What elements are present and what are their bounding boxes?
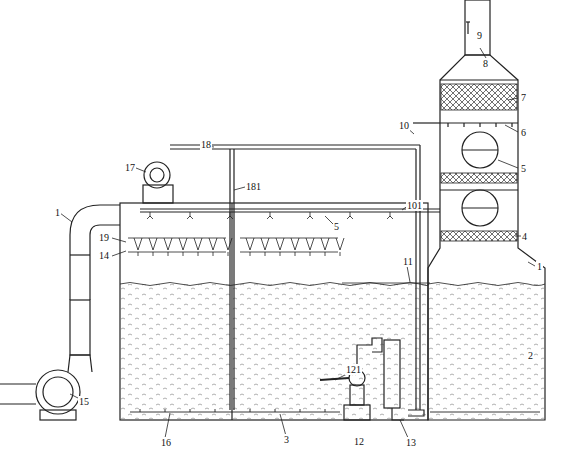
fan-17 bbox=[143, 162, 173, 203]
spray-stroke bbox=[194, 238, 202, 250]
callout-number: 10 bbox=[398, 120, 410, 131]
spray-stroke bbox=[295, 252, 296, 256]
callout-number: 13 bbox=[405, 437, 417, 448]
spray-stroke bbox=[147, 216, 153, 219]
callout-number: 18 bbox=[200, 139, 212, 150]
spray-stroke bbox=[340, 252, 341, 256]
spray-stroke bbox=[183, 252, 184, 256]
spray-stroke bbox=[250, 252, 251, 256]
spray-stroke bbox=[265, 252, 266, 256]
spray-stroke bbox=[306, 238, 314, 250]
spray-stroke bbox=[291, 238, 299, 250]
leader-lines bbox=[60, 48, 535, 440]
main-tank bbox=[120, 203, 430, 420]
spray-stroke bbox=[321, 238, 329, 250]
callout-number: 8 bbox=[482, 58, 489, 69]
inlet-duct bbox=[70, 205, 120, 355]
spray-stroke bbox=[179, 238, 187, 250]
callout-number: 181 bbox=[245, 181, 262, 192]
callout-number: 7 bbox=[520, 92, 527, 103]
spray-stroke bbox=[267, 216, 273, 219]
callout-number: 5 bbox=[333, 221, 340, 232]
spray-nozzles bbox=[128, 212, 393, 256]
spray-stroke bbox=[240, 252, 338, 253]
spray-stroke bbox=[187, 216, 193, 219]
callout-number: 11 bbox=[402, 256, 414, 267]
pump-12 bbox=[320, 338, 382, 420]
spray-stroke bbox=[261, 238, 269, 250]
callout-number: 2 bbox=[527, 350, 534, 361]
spray-stroke bbox=[347, 216, 353, 219]
spray-stroke bbox=[310, 252, 311, 256]
spray-stroke bbox=[387, 216, 393, 219]
callout-number: 4 bbox=[521, 231, 528, 242]
callout-number: 5 bbox=[520, 163, 527, 174]
spray-stroke bbox=[240, 238, 338, 239]
spray-stroke bbox=[149, 238, 157, 250]
fan-15 bbox=[0, 355, 92, 420]
spray-stroke bbox=[213, 252, 214, 256]
pipes bbox=[140, 145, 440, 416]
callout-number: 12 bbox=[353, 436, 365, 447]
callout-number: 1 bbox=[536, 261, 543, 272]
callout-number: 17 bbox=[124, 162, 136, 173]
spray-stroke bbox=[325, 252, 326, 256]
spray-stroke bbox=[276, 238, 284, 250]
callout-number: 16 bbox=[160, 437, 172, 448]
spray-stroke bbox=[224, 238, 232, 250]
spray-stroke bbox=[168, 252, 169, 256]
callout-number: 3 bbox=[283, 434, 290, 445]
spray-stroke bbox=[138, 252, 139, 256]
spray-stroke bbox=[198, 252, 199, 256]
callout-number: 19 bbox=[98, 232, 110, 243]
filter-13 bbox=[384, 340, 404, 420]
spray-stroke bbox=[307, 216, 313, 219]
spray-stroke bbox=[164, 238, 172, 250]
spray-stroke bbox=[134, 238, 142, 250]
callout-number: 121 bbox=[345, 364, 362, 375]
spray-stroke bbox=[246, 238, 254, 250]
spray-stroke bbox=[336, 238, 344, 250]
spray-stroke bbox=[153, 252, 154, 256]
spray-stroke bbox=[280, 252, 281, 256]
spray-stroke bbox=[228, 252, 229, 256]
absorption-tower bbox=[413, 0, 545, 420]
spray-stroke bbox=[128, 238, 226, 239]
callout-number: 6 bbox=[520, 127, 527, 138]
callout-number: 14 bbox=[98, 250, 110, 261]
callout-number: 1 bbox=[54, 207, 61, 218]
callout-number: 9 bbox=[476, 30, 483, 41]
spray-stroke bbox=[128, 252, 226, 253]
callout-number: 101 bbox=[406, 200, 423, 211]
callout-number: 15 bbox=[78, 396, 90, 407]
spray-stroke bbox=[209, 238, 217, 250]
